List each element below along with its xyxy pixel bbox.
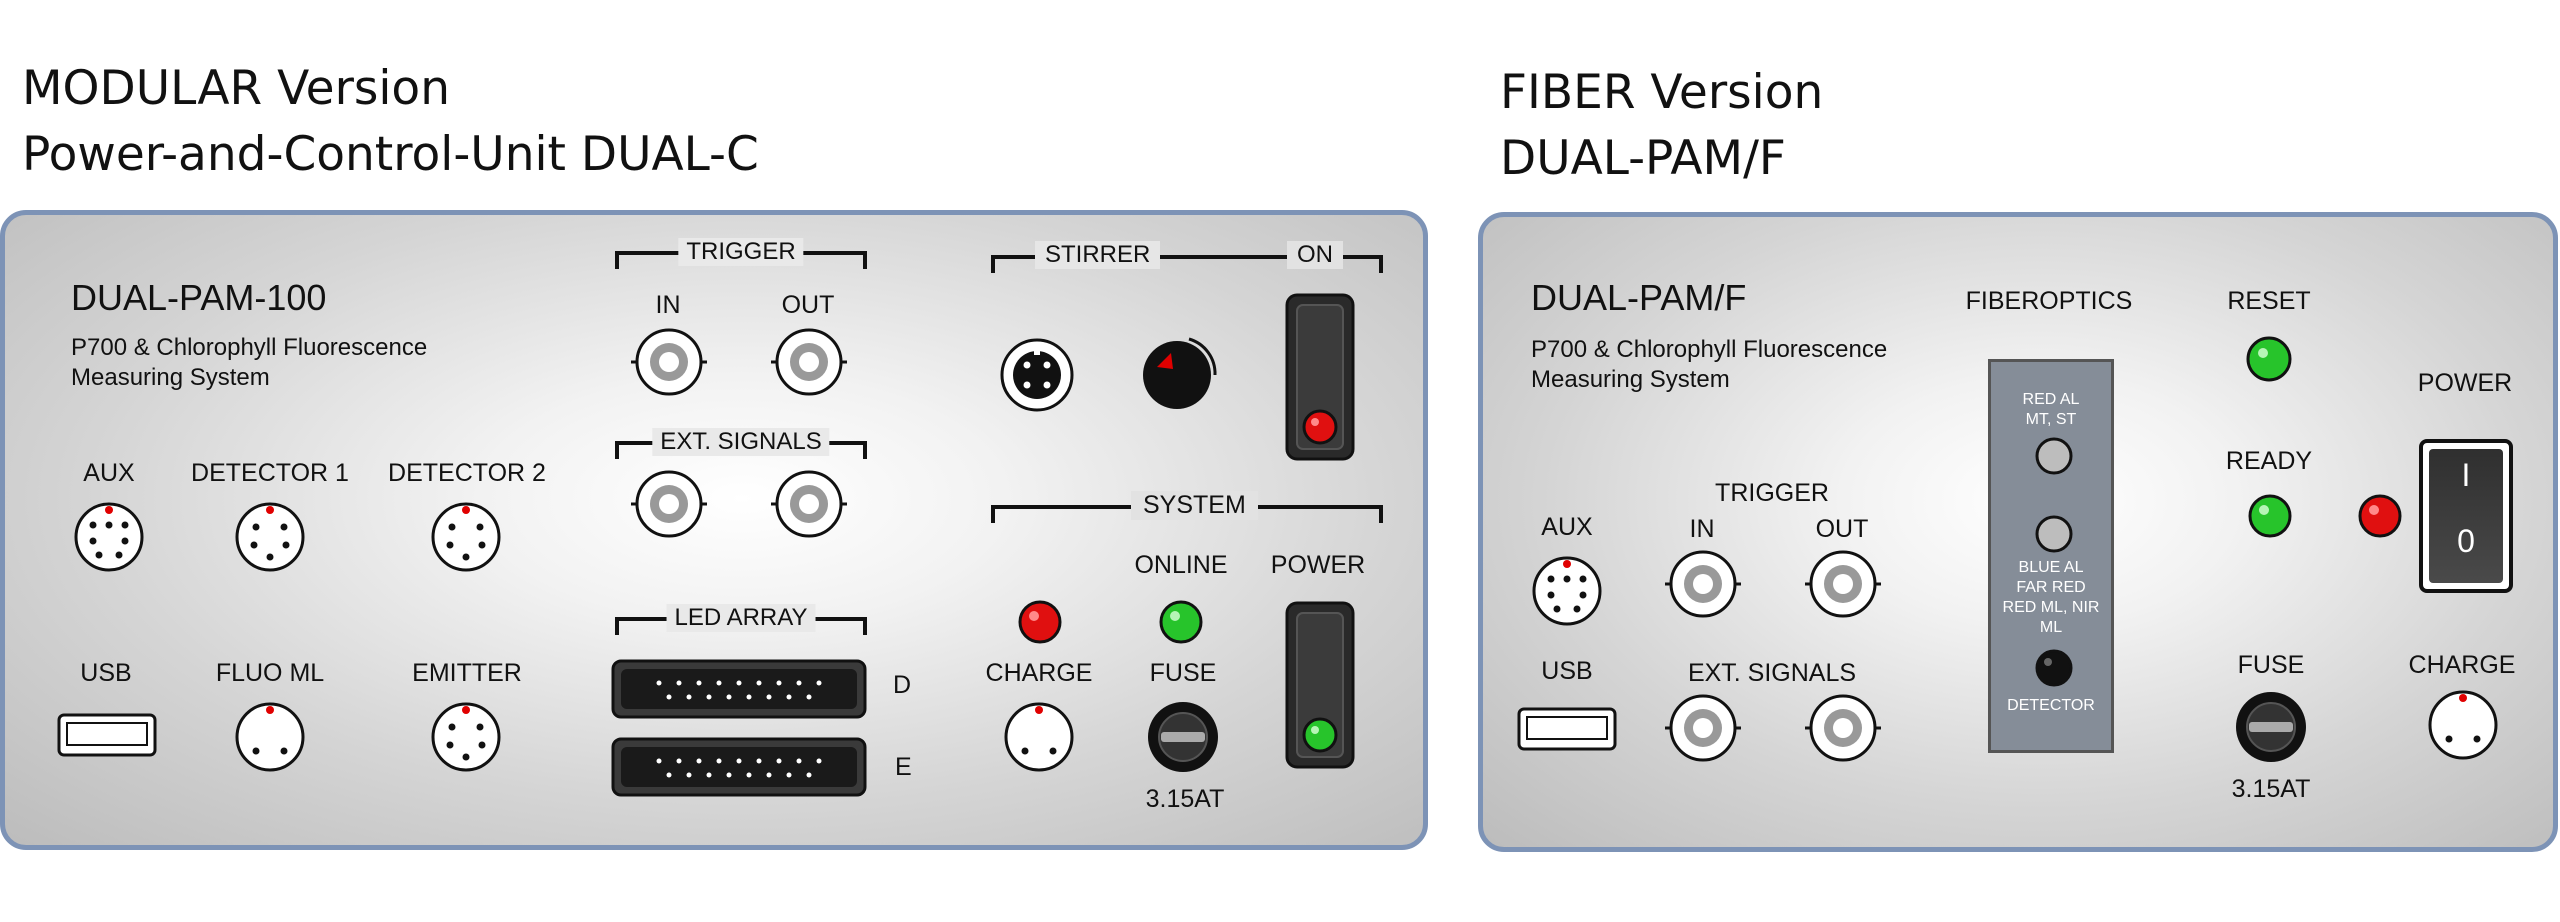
modular-front-panel: DUAL-PAM-100 P700 & Chlorophyll Fluoresc… [0,210,1428,850]
right-heading-line2: DUAL-PAM/F [1500,131,1786,186]
ext-signals-label: EXT. SIGNALS [652,428,830,456]
trigger-out-bnc-icon[interactable] [1803,549,1883,619]
power-label: POWER [1270,551,1366,579]
trigger-in-label: IN [655,291,681,319]
usb-label: USB [80,659,132,687]
aux-label: AUX [1541,513,1593,541]
fiber-front-panel: DUAL-PAM/F P700 & Chlorophyll Fluorescen… [1478,212,2558,852]
trigger-label: TRIGGER [678,238,804,266]
fuse-label: FUSE [1149,659,1217,687]
charge-connector-icon[interactable] [2427,689,2499,761]
stirrer-label: STIRRER [1035,241,1161,269]
panel-subtitle-2: Measuring System [1531,366,1730,393]
left-heading: MODULAR Version Power-and-Control-Unit D… [22,56,759,188]
detector1-label: DETECTOR 1 [191,459,349,487]
panel-title: DUAL-PAM/F [1531,277,1747,318]
port1-label-line2: MT, ST [2025,411,2077,428]
fuse-holder-icon[interactable] [2233,689,2309,765]
fluo-ml-connector-icon[interactable] [234,701,306,773]
charge-connector-icon[interactable] [1003,701,1075,773]
system-label: SYSTEM [1131,491,1258,520]
fuse-label: FUSE [2237,651,2305,679]
online-led-icon [1159,600,1203,644]
ext-signal-1-bnc-icon[interactable] [1663,693,1743,763]
reset-label: RESET [2227,287,2311,315]
stirrer-speed-knob-icon[interactable] [1133,331,1223,417]
ext-signal-2-bnc-icon[interactable] [1803,693,1883,763]
detector2-label: DETECTOR 2 [388,459,546,487]
right-heading: FIBER Version DUAL-PAM/F [1500,60,1823,192]
reset-button-icon[interactable] [2245,335,2293,383]
led-array-d-label: D [893,671,912,699]
trigger-out-label: OUT [1815,515,1869,543]
right-heading-line1: FIBER Version [1500,65,1824,120]
aux-connector-icon[interactable] [1531,555,1603,627]
trigger-bracket: TRIGGER [615,238,867,269]
led-array-label: LED ARRAY [666,604,816,632]
trigger-out-label: OUT [781,291,835,319]
port3-label: DETECTOR [2007,697,2095,714]
port2-label-line2: FAR RED [2016,579,2086,596]
left-heading-line1: MODULAR Version [22,61,450,116]
stirrer-on-label: ON [1287,241,1343,269]
trigger-in-label: IN [1689,515,1715,543]
charge-label: CHARGE [2408,651,2516,679]
ext-signals-bracket: EXT. SIGNALS [615,428,867,459]
panel-subtitle-2: Measuring System [71,364,270,391]
panel-title: DUAL-PAM-100 [71,277,327,318]
emitter-connector-icon[interactable] [430,701,502,773]
usb-port-icon[interactable] [57,713,157,757]
fluo-ml-label: FLUO ML [215,659,325,687]
trigger-in-bnc-icon[interactable] [629,327,709,397]
trigger-out-bnc-icon[interactable] [769,327,849,397]
fuse-rating-label: 3.15AT [1145,785,1225,813]
online-label: ONLINE [1134,551,1228,579]
led-array-e-label: E [895,753,912,781]
left-heading-line2: Power-and-Control-Unit DUAL-C [22,127,759,182]
detector1-connector-icon[interactable] [234,501,306,573]
aux-connector-icon[interactable] [73,501,145,573]
power-indicator-led-icon [2358,494,2402,538]
system-red-led-icon [1018,600,1062,644]
fiber-port-1-icon[interactable] [2034,436,2074,476]
fuse-holder-icon[interactable] [1145,699,1221,775]
port2-label-line1: BLUE AL [2018,559,2084,576]
panel-subtitle-1: P700 & Chlorophyll Fluorescence [1531,336,1888,363]
port2-label-line3: RED ML, NIR ML [2002,599,2100,636]
led-array-e-port-icon[interactable] [611,737,867,797]
charge-label: CHARGE [985,659,1093,687]
fiber-port-2-icon[interactable] [2034,514,2074,554]
ready-led-icon [2248,494,2292,538]
fiberoptics-port-strip: RED AL MT, ST BLUE AL FAR RED RED ML, NI… [1988,359,2114,753]
stirrer-bracket [991,255,1383,273]
switch-off-symbol: 0 [2457,523,2475,559]
port1-label-line1: RED AL [2022,391,2080,408]
fiberoptics-label: FIBEROPTICS [1965,287,2133,315]
detector2-connector-icon[interactable] [430,501,502,573]
panel-subtitle-1: P700 & Chlorophyll Fluorescence [71,334,428,361]
stirrer-on-switch-icon[interactable] [1285,293,1355,461]
power-label: POWER [2417,369,2513,397]
emitter-label: EMITTER [412,659,522,687]
ext-signal-2-bnc-icon[interactable] [769,469,849,539]
ready-label: READY [2225,447,2313,475]
trigger-label: TRIGGER [1715,479,1829,507]
fuse-rating-label: 3.15AT [2231,775,2311,803]
stirrer-connector-icon[interactable] [999,337,1075,413]
aux-label: AUX [83,459,135,487]
fiber-port-detector-icon[interactable] [2034,648,2074,688]
trigger-in-bnc-icon[interactable] [1663,549,1743,619]
switch-on-symbol: I [2461,457,2471,493]
usb-port-icon[interactable] [1517,707,1617,751]
power-rocker-switch[interactable]: I 0 [2419,439,2513,593]
usb-label: USB [1541,657,1593,685]
led-array-d-port-icon[interactable] [611,659,867,719]
power-switch-icon[interactable] [1285,601,1355,769]
led-array-bracket: LED ARRAY [615,604,867,635]
ext-signals-label: EXT. SIGNALS [1687,659,1857,687]
ext-signal-1-bnc-icon[interactable] [629,469,709,539]
